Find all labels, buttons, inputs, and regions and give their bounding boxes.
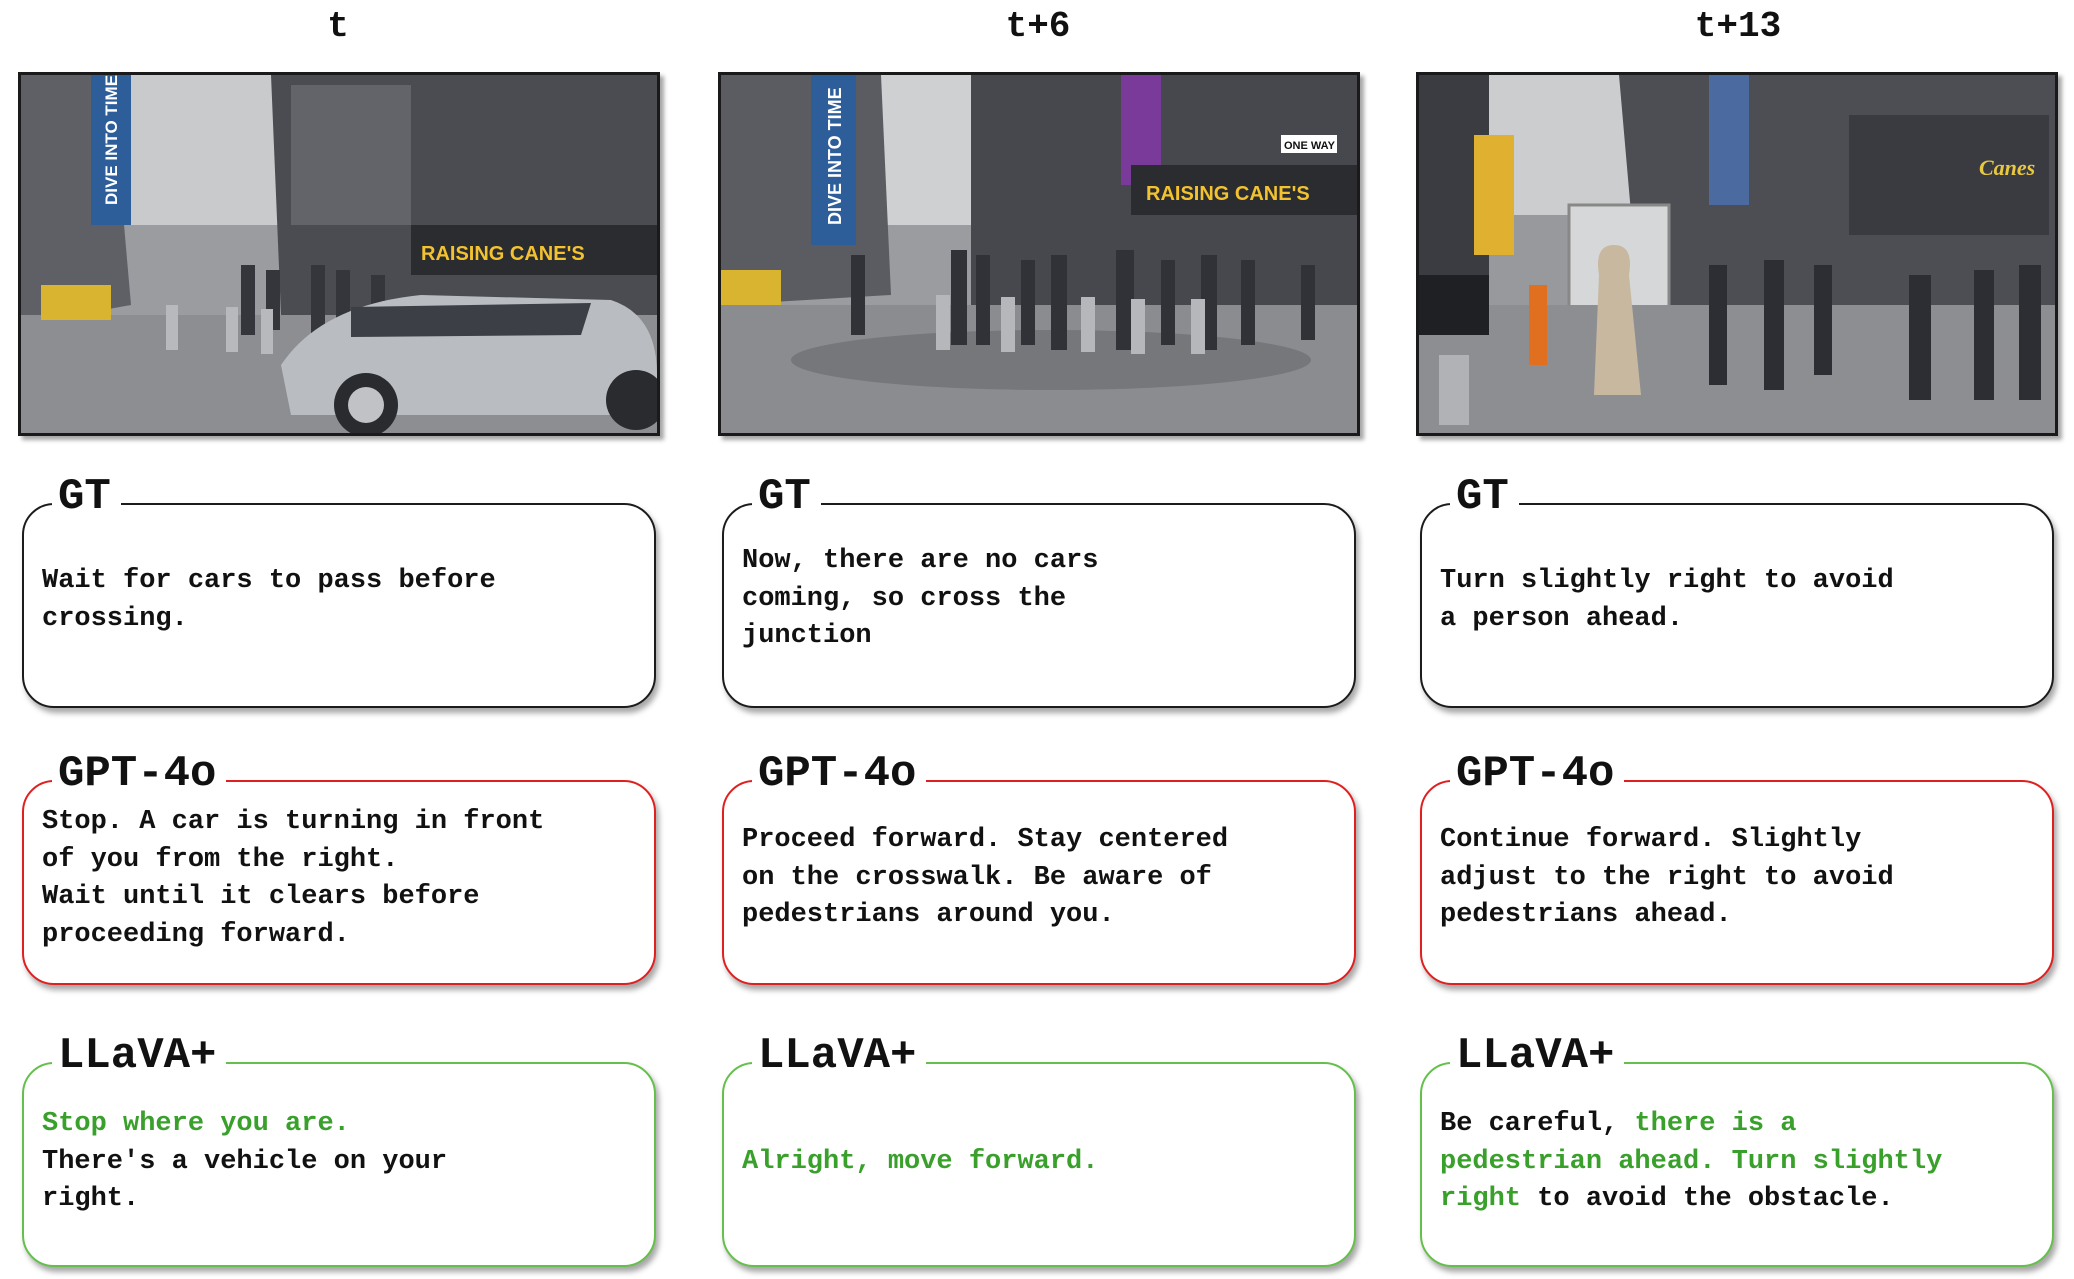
oneway-sign: ONE WAY [1284,140,1336,152]
llava-card-t6: LLaVA+ Alright, move forward. [722,1030,1356,1267]
gpt-text: Continue forward. Slightly adjust to the… [1440,825,1894,930]
gt-text: Now, there are no cars coming, so cross … [742,546,1099,651]
gt-card-t6: GT Now, there are no cars coming, so cro… [722,471,1356,708]
gpt-card-t: GPT-4o Stop. A car is turning in front o… [22,748,656,985]
gt-text: Turn slightly right to avoid a person ah… [1440,566,1894,634]
street-photo-t6: DIVE INTO TIME RAISING CANE'S ONE WAY [718,72,1360,436]
llava-green-text: Stop where you are. [42,1109,350,1139]
llava-label: LLaVA+ [52,1030,227,1082]
street-photo-t: DIVE INTO TIME RAISING CANE'S [18,72,660,436]
llava-text: Alright, move forward. [742,1147,1099,1177]
llava-prefix-text: Be careful, [1440,1109,1635,1139]
gt-text: Wait for cars to pass before crossing. [42,566,496,634]
gt-label: GT [52,471,121,523]
llava-text: Stop where you are. There's a vehicle on… [42,1106,636,1219]
street-photo-t13: Canes [1416,72,2058,436]
llava-rest-text: There's a vehicle on your right. [42,1146,448,1215]
column-header-t6: t+6 [1005,6,1071,47]
llava-green-text: there is a pedestrian ahead. Turn slight… [1440,1109,1943,1214]
restaurant-sign: RAISING CANE'S [421,243,585,265]
gpt-label: GPT-4o [1450,748,1625,800]
column-header-t13: t+13 [1694,6,1782,47]
gpt-label: GPT-4o [52,748,227,800]
gpt-card-t13: GPT-4o Continue forward. Slightly adjust… [1420,748,2054,985]
gt-card-t: GT Wait for cars to pass before crossing… [22,471,656,708]
gt-label: GT [1450,471,1519,523]
restaurant-sign: RAISING CANE'S [1146,183,1310,205]
gt-card-t13: GT Turn slightly right to avoid a person… [1420,471,2054,708]
gt-label: GT [752,471,821,523]
gpt-label: GPT-4o [752,748,927,800]
llava-label: LLaVA+ [1450,1030,1625,1082]
llava-suffix-text: to avoid the obstacle. [1521,1184,1894,1214]
gpt-text: Stop. A car is turning in front of you f… [42,807,545,950]
llava-card-t13: LLaVA+ Be careful, there is a pedestrian… [1420,1030,2054,1267]
column-header-t: t [327,6,349,47]
gpt-card-t6: GPT-4o Proceed forward. Stay centered on… [722,748,1356,985]
billboard-text: DIVE INTO TIME [102,75,121,205]
billboard-text: DIVE INTO TIME [825,87,845,225]
llava-text: Be careful, there is a pedestrian ahead.… [1440,1106,2034,1219]
llava-card-t: LLaVA+ Stop where you are. There's a veh… [22,1030,656,1267]
canes-sign: Canes [1979,155,2035,180]
llava-label: LLaVA+ [752,1030,927,1082]
gpt-text: Proceed forward. Stay centered on the cr… [742,825,1229,930]
